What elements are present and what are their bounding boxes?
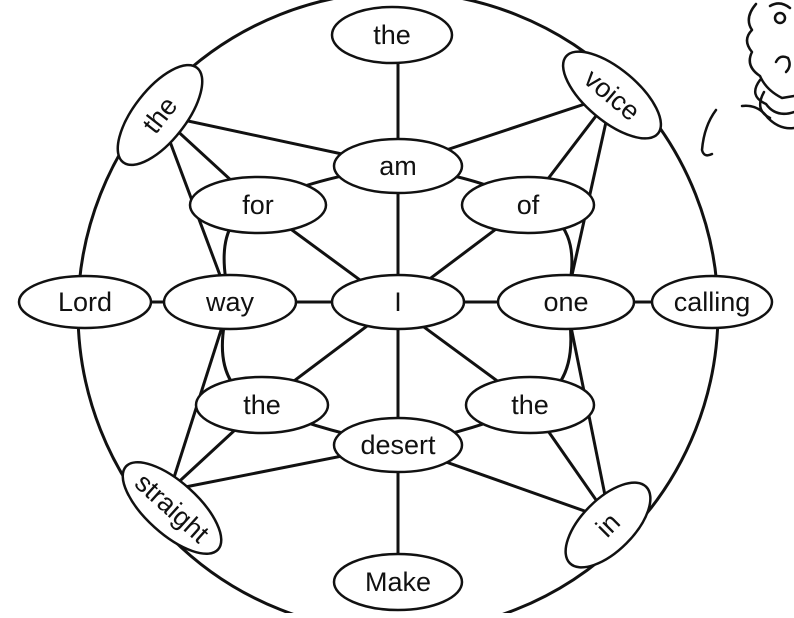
node-inner-bottom-right-label: the — [511, 390, 549, 420]
node-inner-top-label: am — [379, 151, 417, 181]
node-inner-top-right-label: of — [517, 190, 540, 220]
node-top-left: the — [116, 63, 204, 167]
node-inner-top: am — [332, 137, 464, 195]
node-inner-bottom-left-label: the — [243, 390, 281, 420]
node-inner-bottom-right: the — [464, 375, 596, 435]
node-top: the — [330, 5, 454, 65]
node-left-label: Lord — [58, 287, 112, 317]
node-inner-bottom: desert — [332, 416, 464, 474]
node-right-label: calling — [674, 287, 751, 317]
node-bottom-left: straight — [121, 460, 223, 556]
node-inner-top-right: of — [460, 175, 596, 235]
node-right: calling — [650, 274, 774, 330]
node-center: I — [330, 273, 466, 331]
node-top-right: voice — [561, 50, 663, 140]
node-inner-top-left-label: for — [242, 190, 274, 220]
node-inner-bottom-left: the — [194, 375, 330, 435]
node-inner-left: way — [162, 273, 298, 331]
node-inner-left-label: way — [205, 287, 255, 317]
node-bottom-right: in — [564, 481, 652, 569]
node-inner-right-label: one — [543, 287, 588, 317]
node-center-label: I — [394, 287, 402, 317]
node-inner-right: one — [496, 273, 636, 331]
node-left: Lord — [17, 274, 153, 330]
node-bottom-label: Make — [365, 567, 431, 597]
node-bottom: Make — [332, 552, 464, 612]
bearded-man-sketch-icon — [700, 2, 794, 157]
node-top-label: the — [373, 20, 411, 50]
node-inner-top-left: for — [188, 175, 328, 235]
node-inner-bottom-label: desert — [360, 430, 436, 460]
